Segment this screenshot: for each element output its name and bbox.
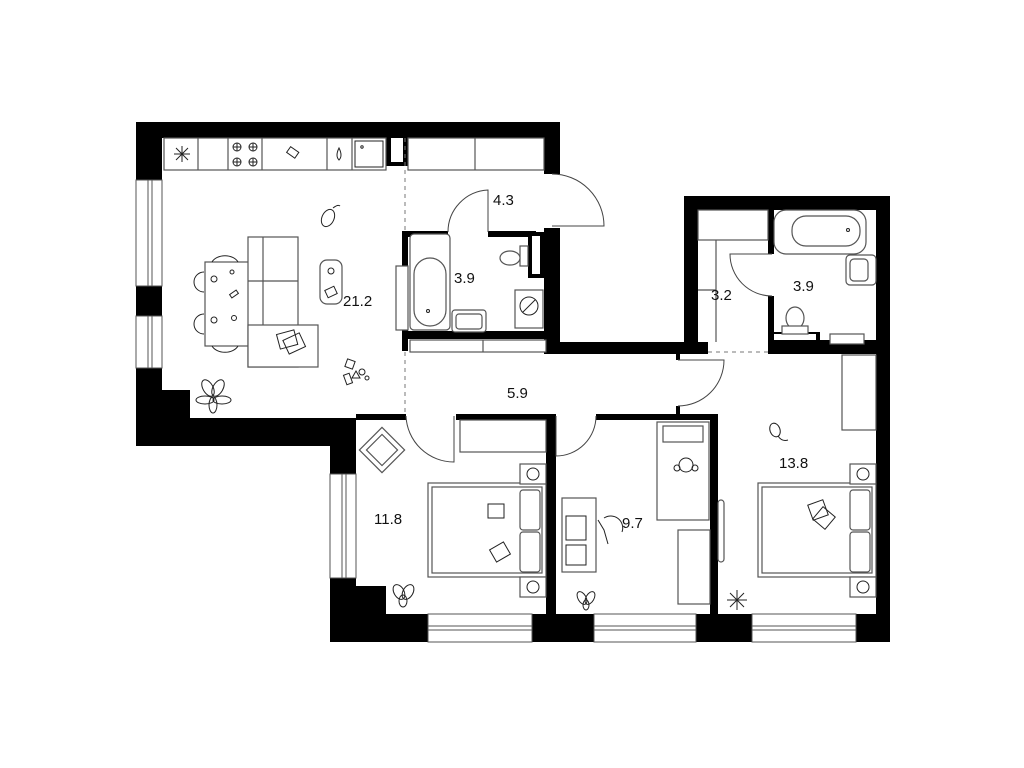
windows	[135, 179, 857, 643]
kitchen-counter	[163, 137, 545, 171]
room-area-bathroom-2: 3.9	[793, 278, 814, 295]
towel-rail	[395, 265, 409, 331]
water-drop-icon	[336, 146, 342, 161]
nightstand	[519, 463, 547, 485]
wardrobe	[677, 529, 711, 605]
dresser	[459, 419, 547, 453]
headphones-icon	[597, 515, 624, 545]
wardrobe-fixtures	[697, 209, 769, 342]
nightstand	[849, 576, 877, 598]
nightstand-lamp-icon	[526, 580, 540, 594]
plant-icon	[195, 379, 232, 414]
pillow-icon	[275, 329, 299, 350]
pillow-icon	[488, 541, 512, 563]
bathtub	[409, 233, 451, 331]
pillow-icon	[807, 499, 829, 521]
room-area-kitchen-living: 21.2	[343, 293, 373, 310]
toilet-tank	[519, 245, 529, 267]
armchair	[358, 426, 406, 474]
washbasin	[451, 309, 487, 333]
bedroom-1-furniture	[358, 419, 547, 608]
bathroom-1-fixtures	[395, 233, 547, 353]
dining-table	[204, 261, 250, 347]
pillow-icon	[487, 503, 505, 519]
room-area-bathroom-1: 3.9	[454, 270, 475, 287]
mouse-icon	[769, 422, 789, 441]
bathroom-2-fixtures	[773, 209, 877, 431]
pillow-icon	[282, 332, 307, 355]
nightstand-lamp-icon	[856, 467, 870, 481]
room-area-bedroom-3: 13.8	[779, 455, 809, 472]
cat-icon	[320, 204, 341, 228]
toilet	[499, 250, 521, 266]
toys-icon	[673, 457, 699, 473]
room-area-bedroom-1: 11.8	[374, 511, 403, 528]
room-area-wardrobe: 3.2	[711, 287, 732, 304]
toys-icon	[342, 358, 370, 386]
snowflake-icon	[174, 146, 190, 162]
living-furniture	[193, 204, 370, 414]
coffee-table	[319, 259, 343, 305]
nightstand-lamp-icon	[526, 467, 540, 481]
desk	[561, 497, 597, 573]
mirror	[717, 499, 725, 563]
washing-machine-icon	[519, 296, 539, 316]
walls	[136, 122, 890, 642]
nightstand	[519, 576, 547, 598]
pillow-icon	[812, 506, 836, 530]
sink-icon	[354, 140, 384, 168]
plant-icon	[392, 584, 415, 608]
dishes-icon	[285, 145, 300, 159]
cooktop-icon	[232, 142, 258, 167]
plant-icon	[727, 590, 747, 610]
bedroom-3-furniture	[727, 422, 877, 610]
nightstand	[849, 463, 877, 485]
doors	[405, 173, 773, 463]
nightstand-lamp-icon	[856, 580, 870, 594]
computer-icon	[565, 515, 587, 541]
room-area-bedroom-2: 9.7	[622, 515, 643, 532]
plant-icon	[576, 591, 596, 611]
room-area-hallway: 5.9	[507, 385, 528, 402]
washing-machine	[514, 289, 544, 329]
sofa-chaise	[247, 324, 319, 368]
room-area-entry: 4.3	[493, 192, 514, 209]
bedroom-2-furniture	[561, 421, 725, 611]
